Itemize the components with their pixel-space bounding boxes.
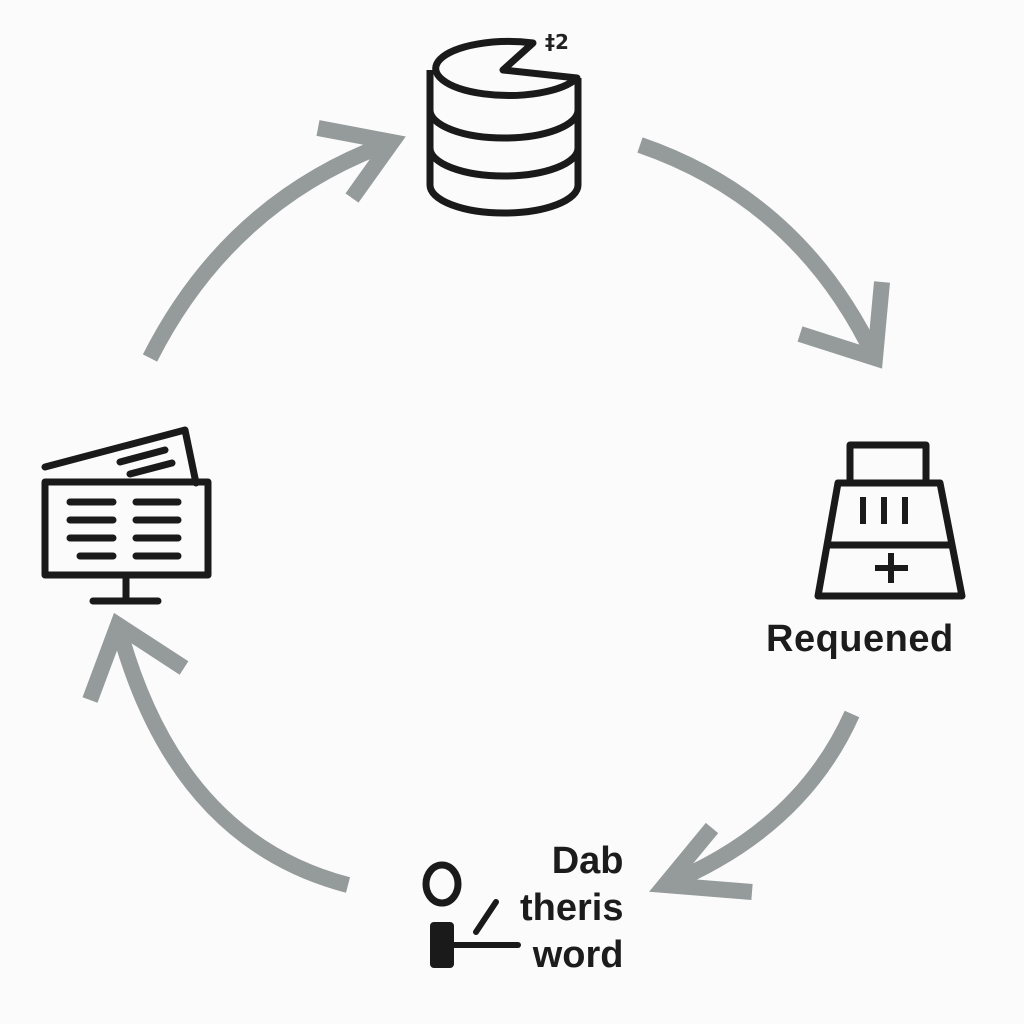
monitor-document-icon xyxy=(41,426,212,605)
arrow-user-to-monitor xyxy=(82,612,351,893)
cycle-arrows xyxy=(82,120,890,900)
database-annotation: ‡2 xyxy=(545,30,569,54)
user-label: Dab theris word xyxy=(520,838,623,979)
register-label: Requened xyxy=(766,618,954,660)
cash-register-icon xyxy=(814,441,966,600)
user-label-line-3: word xyxy=(532,934,624,976)
arrow-monitor-to-database xyxy=(142,120,406,362)
database-icon xyxy=(426,37,582,217)
user-label-line-1: Dab xyxy=(551,840,624,882)
arrow-database-to-register xyxy=(637,137,890,369)
arrow-register-to-user xyxy=(649,710,860,900)
user-label-line-2: theris xyxy=(520,887,624,929)
user-pen-icon xyxy=(422,861,521,968)
